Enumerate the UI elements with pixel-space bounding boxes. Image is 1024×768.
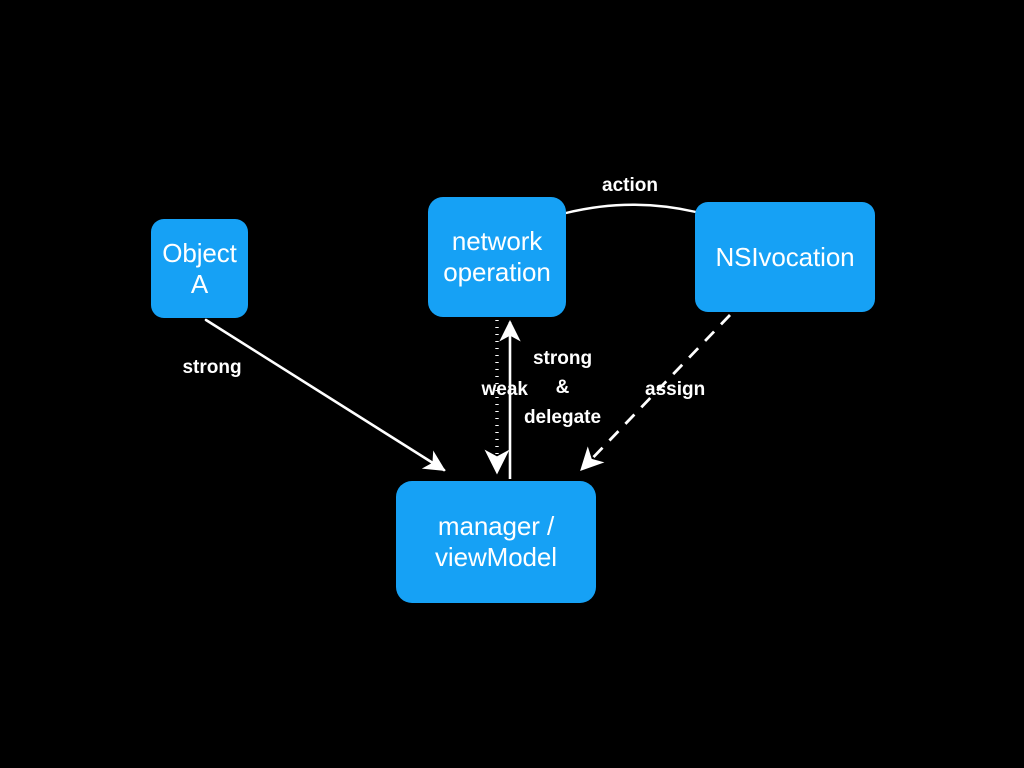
node-object-a[interactable]: Object A xyxy=(151,219,248,318)
edge-label-assign: assign xyxy=(645,379,706,400)
edge-label-weak: weak xyxy=(481,379,528,400)
node-network-operation[interactable]: network operation xyxy=(428,197,566,317)
node-manager-viewmodel[interactable]: manager / viewModel xyxy=(396,481,596,603)
edge-label-action: action xyxy=(602,175,658,196)
edge-label-strong: strong xyxy=(182,357,242,378)
node-nsivocation[interactable]: NSIvocation xyxy=(695,202,875,312)
edge-action-line xyxy=(564,203,698,215)
edge-label-strong-delegate: strong & delegate xyxy=(523,348,602,428)
